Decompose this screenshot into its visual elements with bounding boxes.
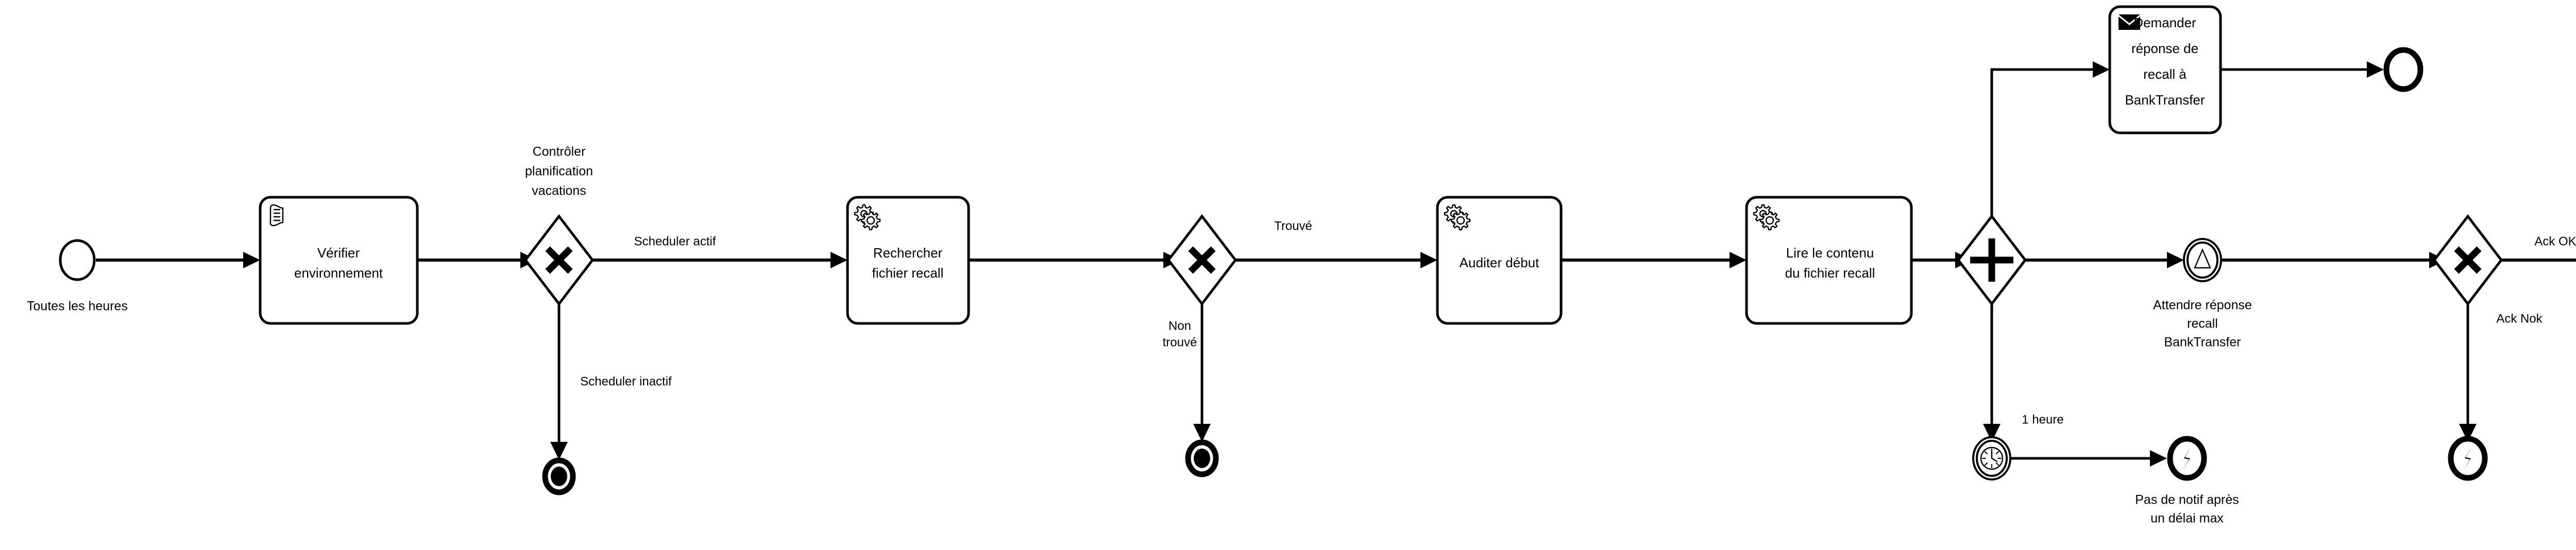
flow-label-non-trouve-line1: Non — [1168, 319, 1191, 333]
flow-rechercher-to-gateway-trouve — [969, 252, 1180, 268]
task-box — [846, 196, 970, 325]
flow-label-scheduler-actif: Scheduler actif — [634, 234, 716, 248]
task-demander-reponse-recall[interactable]: Demander réponse de recall à BankTransfe… — [2108, 5, 2222, 134]
gateway-fichier-trouve[interactable] — [1166, 214, 1238, 306]
end-event-error-ack-nok[interactable] — [2448, 436, 2488, 481]
task-label-line-2: réponse de — [2131, 41, 2198, 56]
service-task-gear-icon — [1753, 204, 1780, 231]
service-task-gear-icon — [1444, 204, 1471, 231]
task-label-line-1: Auditer début — [1460, 255, 1539, 270]
end-event-scheduler-inactif[interactable] — [542, 457, 576, 495]
gateway-label-line-3: vacations — [532, 184, 586, 198]
flow-parallel-to-send-task — [1990, 61, 2110, 238]
flow-start-to-verifier — [96, 252, 260, 268]
end-event-non-trouve[interactable] — [1185, 439, 1219, 477]
flow-scheduler-actif — [581, 252, 848, 268]
exclusive-x-icon — [1188, 246, 1216, 274]
flow-signal-to-ack-gateway — [2221, 252, 2446, 268]
error-end-label-line-2: un délai max — [2150, 511, 2224, 526]
flow-send-task-to-message-end — [2221, 61, 2384, 78]
task-rechercher-fichier-recall[interactable]: Rechercher fichier recall — [846, 196, 970, 325]
flow-label-scheduler-inactif: Scheduler inactif — [580, 374, 672, 388]
gateway-label-line-2: planification — [525, 164, 593, 179]
error-bolt-icon — [2183, 447, 2191, 470]
flow-parallel-to-signal — [2015, 252, 2184, 268]
task-label-line-1: Demander — [2133, 15, 2196, 30]
catch-event-label-line-1: Attendre réponse — [2153, 298, 2252, 313]
send-task-envelope-icon — [2119, 14, 2140, 30]
flow-trouve — [1224, 252, 1437, 268]
start-event-label: Toutes les heures — [27, 299, 128, 314]
service-task-gear-icon — [854, 204, 881, 231]
flow-scheduler-inactif — [550, 282, 568, 460]
task-label-line-4: BankTransfer — [2125, 92, 2205, 108]
flow-label-ack-ok: Ack OK — [2534, 234, 2576, 248]
task-box — [1745, 196, 1913, 325]
message-end-event-icon — [2383, 47, 2424, 92]
flow-ack-ok — [2489, 259, 2576, 262]
task-verifier-environnement[interactable]: Vérifier environnement — [259, 196, 419, 325]
signal-triangle-icon — [2194, 248, 2211, 269]
gateway-label-line-1: Contrôler — [533, 145, 586, 159]
catch-event-label-line-3: BankTransfer — [2164, 335, 2241, 350]
end-event-message[interactable] — [2383, 47, 2424, 92]
task-box — [2108, 5, 2222, 134]
task-label-line-3: recall à — [2143, 66, 2187, 82]
gateway-split-parallele[interactable] — [1956, 214, 2027, 306]
exclusive-x-icon — [2454, 246, 2482, 274]
task-label-line-2: environnement — [294, 265, 383, 281]
task-box — [259, 196, 419, 325]
terminate-end-event-core-icon — [551, 467, 567, 486]
task-label-line-2: fichier recall — [872, 265, 944, 281]
error-end-label-line-1: Pas de notif après — [2135, 493, 2239, 507]
end-event-error-timeout[interactable]: Pas de notif après un délai max — [2135, 436, 2239, 526]
error-bolt-icon — [2464, 447, 2472, 470]
catch-event-label-line-2: recall — [2187, 317, 2218, 331]
task-lire-contenu-fichier-recall[interactable]: Lire le contenu du fichier recall — [1745, 196, 1913, 325]
flow-verifier-to-gateway-controler — [417, 252, 537, 268]
flow-label-trouve: Trouvé — [1274, 219, 1312, 233]
task-auditer-debut[interactable]: Auditer début — [1436, 196, 1563, 325]
gateway-ack-decision[interactable] — [2432, 214, 2503, 306]
task-label-line-1: Rechercher — [873, 245, 943, 261]
flow-timer-to-error-end — [2010, 450, 2167, 467]
intermediate-catch-event-timer[interactable] — [1972, 436, 2011, 480]
intermediate-catch-event-signal[interactable]: Attendre réponse recall BankTransfer — [2153, 238, 2252, 350]
task-label-line-1: Lire le contenu — [1786, 245, 1874, 261]
flow-label-non-trouve-line2: trouvé — [1163, 335, 1197, 349]
task-box — [1436, 196, 1563, 325]
start-event[interactable]: Toutes les heures — [27, 239, 128, 314]
clock-ticks-icon — [1982, 449, 2002, 468]
flow-label-une-heure: 1 heure — [2022, 413, 2063, 426]
flow-auditer-debut-to-lire — [1561, 252, 1747, 268]
task-label-line-2: du fichier recall — [1785, 265, 1875, 281]
clock-hands-icon — [1991, 451, 1998, 462]
flow-parallel-to-timer — [1983, 282, 2001, 442]
start-event-circle-icon — [59, 239, 96, 281]
flow-label-ack-nok: Ack Nok — [2496, 312, 2543, 325]
gateway-controler-planification[interactable]: Contrôler planification vacations — [523, 145, 595, 306]
flow-ack-nok — [2459, 282, 2477, 442]
task-label-line-1: Vérifier — [317, 245, 360, 261]
parallel-plus-icon — [1970, 238, 2013, 282]
terminate-end-event-core-icon — [1194, 449, 1210, 468]
flow-non-trouve — [1193, 282, 1211, 442]
exclusive-x-icon — [545, 246, 573, 274]
script-task-icon — [269, 204, 284, 227]
